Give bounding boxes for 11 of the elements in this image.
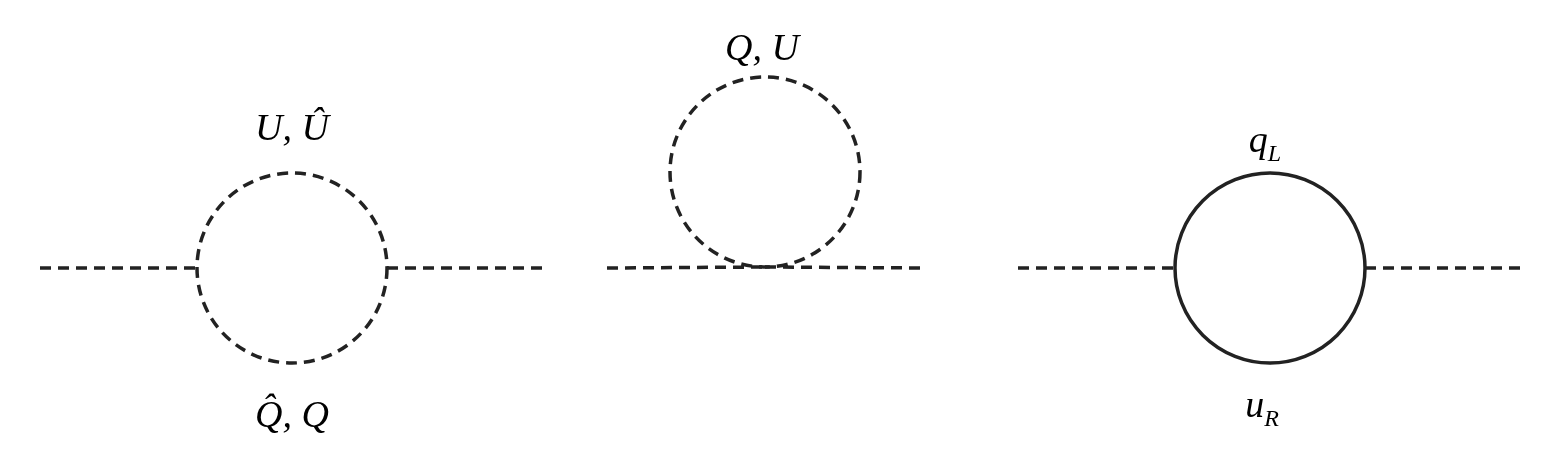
particle-label: Q̂, Q: [255, 395, 329, 433]
particle-label: u$_{R}$: [1245, 385, 1279, 430]
propagator-line: [1018, 266, 1175, 270]
particle-label: U, Û: [255, 108, 329, 146]
propagator-line: [40, 266, 197, 270]
particle-label: q$_{L}$: [1248, 120, 1282, 165]
loop-circle: [668, 75, 862, 269]
loop-circle: [195, 171, 389, 365]
loop-circle: [1173, 171, 1367, 365]
propagator-line: [387, 266, 545, 270]
particle-label: Q, U: [725, 28, 799, 66]
